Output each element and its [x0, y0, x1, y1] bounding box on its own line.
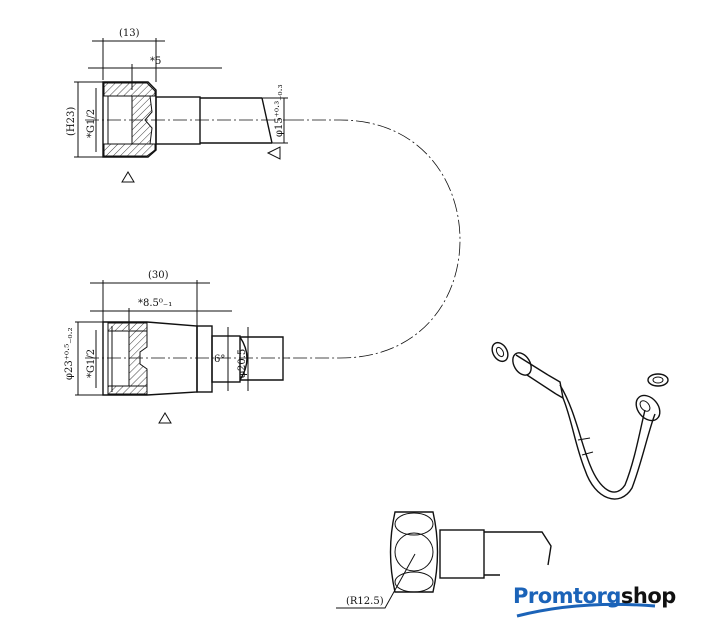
hose-section — [200, 97, 273, 144]
promtorgshop-logo: Promtorgshop — [513, 584, 676, 608]
logo-swoosh — [516, 602, 656, 618]
isometric-hose-view — [491, 341, 669, 500]
thread-label: *G1/2 — [86, 109, 97, 138]
dim-height-label: (H23) — [66, 107, 77, 136]
thread-label: *G1/2 — [86, 349, 97, 378]
dim-length-label: (30) — [148, 270, 169, 281]
bottom-fitting: (30) *8.5⁰₋₁ φ23⁺⁰·⁵₋₀.₂ *G1/2 6° φ20.5 — [64, 270, 290, 424]
elbow-detail-view: (R12.5) — [336, 511, 552, 609]
radius-label: (R12.5) — [346, 596, 384, 607]
hose-diameter-label: φ15⁺⁰·³₋₀.₃ — [274, 84, 285, 137]
note-triangle-icon — [158, 412, 172, 424]
dim-nut-label: *8.5⁰₋₁ — [138, 298, 172, 309]
diameter-label: φ23⁺⁰·⁵₋₀.₂ — [64, 327, 75, 380]
dim-nut-label: *5 — [150, 56, 161, 67]
logo-part2: shop — [620, 584, 676, 608]
note-triangle-icon — [121, 171, 135, 183]
hose-centerline — [285, 119, 461, 359]
dim-length-label: (13) — [119, 28, 140, 39]
logo-part1: Promtorg — [513, 584, 621, 608]
note-triangle-icon — [266, 146, 281, 160]
angle-label: 6° — [214, 354, 225, 365]
tip-diameter-label: φ20.5 — [237, 349, 248, 378]
top-fitting: (13) *5 (H23) *G1/2 φ15⁺⁰·³₋₀.₃ — [66, 28, 290, 183]
